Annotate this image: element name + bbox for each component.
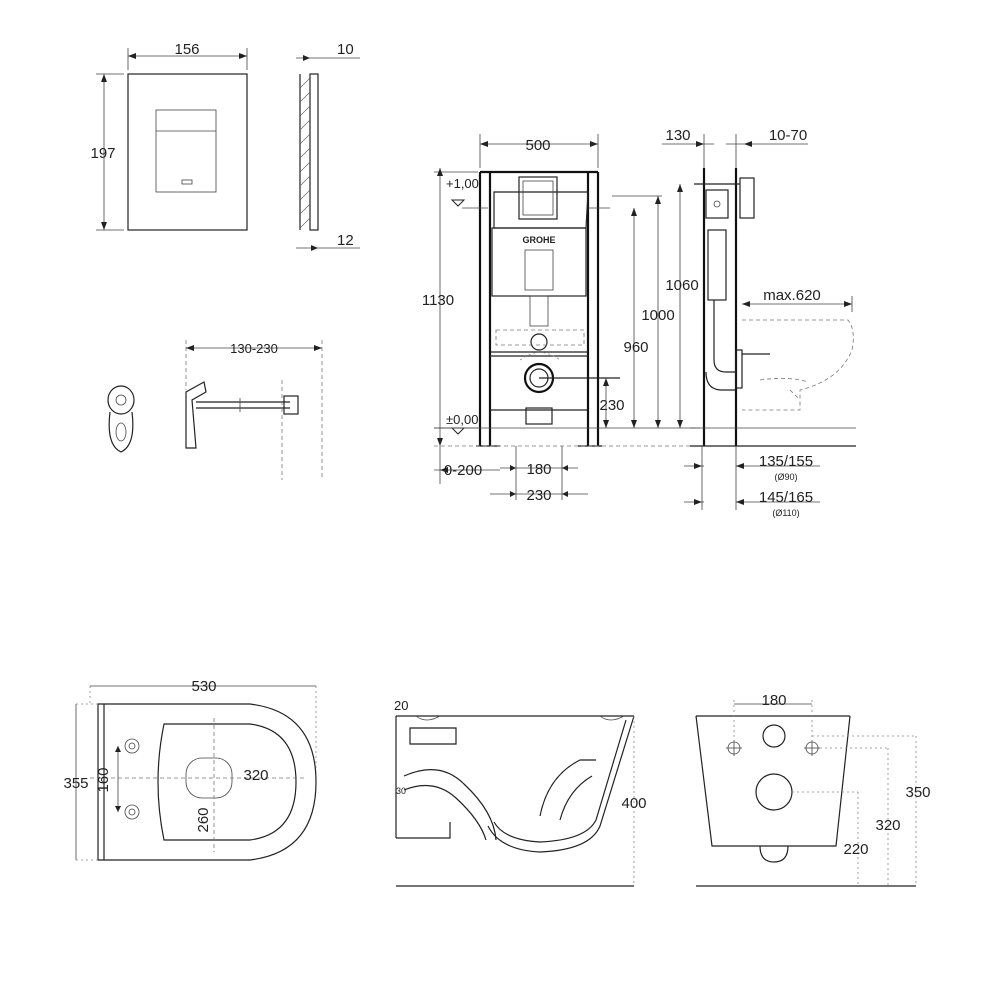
rear-height-350: 350 [905,784,930,801]
bowl-width-label: 355 [63,775,88,792]
height-1000-label: 1000 [641,307,674,324]
toilet-bowl-rear-view: 180 350 320 220 [695,692,931,887]
pipe-90-diameter: (Ø90) [774,472,797,482]
section-height-400: 400 [621,795,646,812]
flush-plate-height-label: 197 [90,145,115,162]
range-10-70-label: 10-70 [769,127,807,144]
installation-frame-side-view: 130 10-70 1060 max.620 135/155 (Ø90) 145… [662,127,856,518]
flush-plate-depth-top: 10 [337,41,354,58]
depth-130-label: 130 [665,127,690,144]
height-960-label: 960 [623,339,648,356]
frame-width-label: 500 [525,137,550,154]
seat-320-label: 320 [243,767,268,784]
section-dim-30: 30 [396,786,406,796]
pipe-110-diameter: (Ø110) [772,508,799,518]
section-dim-20: 20 [394,698,408,713]
flush-actuator-detail: 130-230 [107,340,323,480]
seat-260-label: 260 [195,807,212,832]
height-230-label: 230 [599,397,624,414]
pipe-110-label: 145/165 [759,489,813,506]
frame-brand-logo: GROHE [522,235,555,245]
level-top-label: +1,00 [446,176,479,191]
installation-frame-front-view: GROHE 500 +1,00 ±0,00 1130 [422,134,700,504]
bolt-spacing-label: 160 [95,767,112,792]
rear-height-320: 320 [875,817,900,834]
height-1060-label: 1060 [665,277,698,294]
actuator-range-label: 130-230 [230,341,278,356]
frame-total-height-label: 1130 [422,292,454,309]
bowl-length-label: 530 [191,678,216,695]
flush-plate-side-view: 10 12 [296,41,360,251]
pipe-90-label: 135/155 [759,453,813,470]
rear-bolt-spacing-label: 180 [761,692,786,709]
flush-plate-front-view: 156 197 [90,41,248,231]
max-620-label: max.620 [763,287,821,304]
toilet-bowl-top-view: 530 355 160 320 260 [63,678,317,861]
level-floor-label: ±0,00 [446,412,478,427]
toilet-bowl-section-view: 20 30 400 [394,698,647,887]
flush-plate-width-label: 156 [174,41,199,58]
rear-height-220: 220 [843,841,868,858]
flush-plate-depth-bottom: 12 [337,232,354,249]
offset-0-200-label: 0-200 [444,462,482,479]
width-180-label: 180 [526,461,551,478]
width-230-label: 230 [526,487,551,504]
